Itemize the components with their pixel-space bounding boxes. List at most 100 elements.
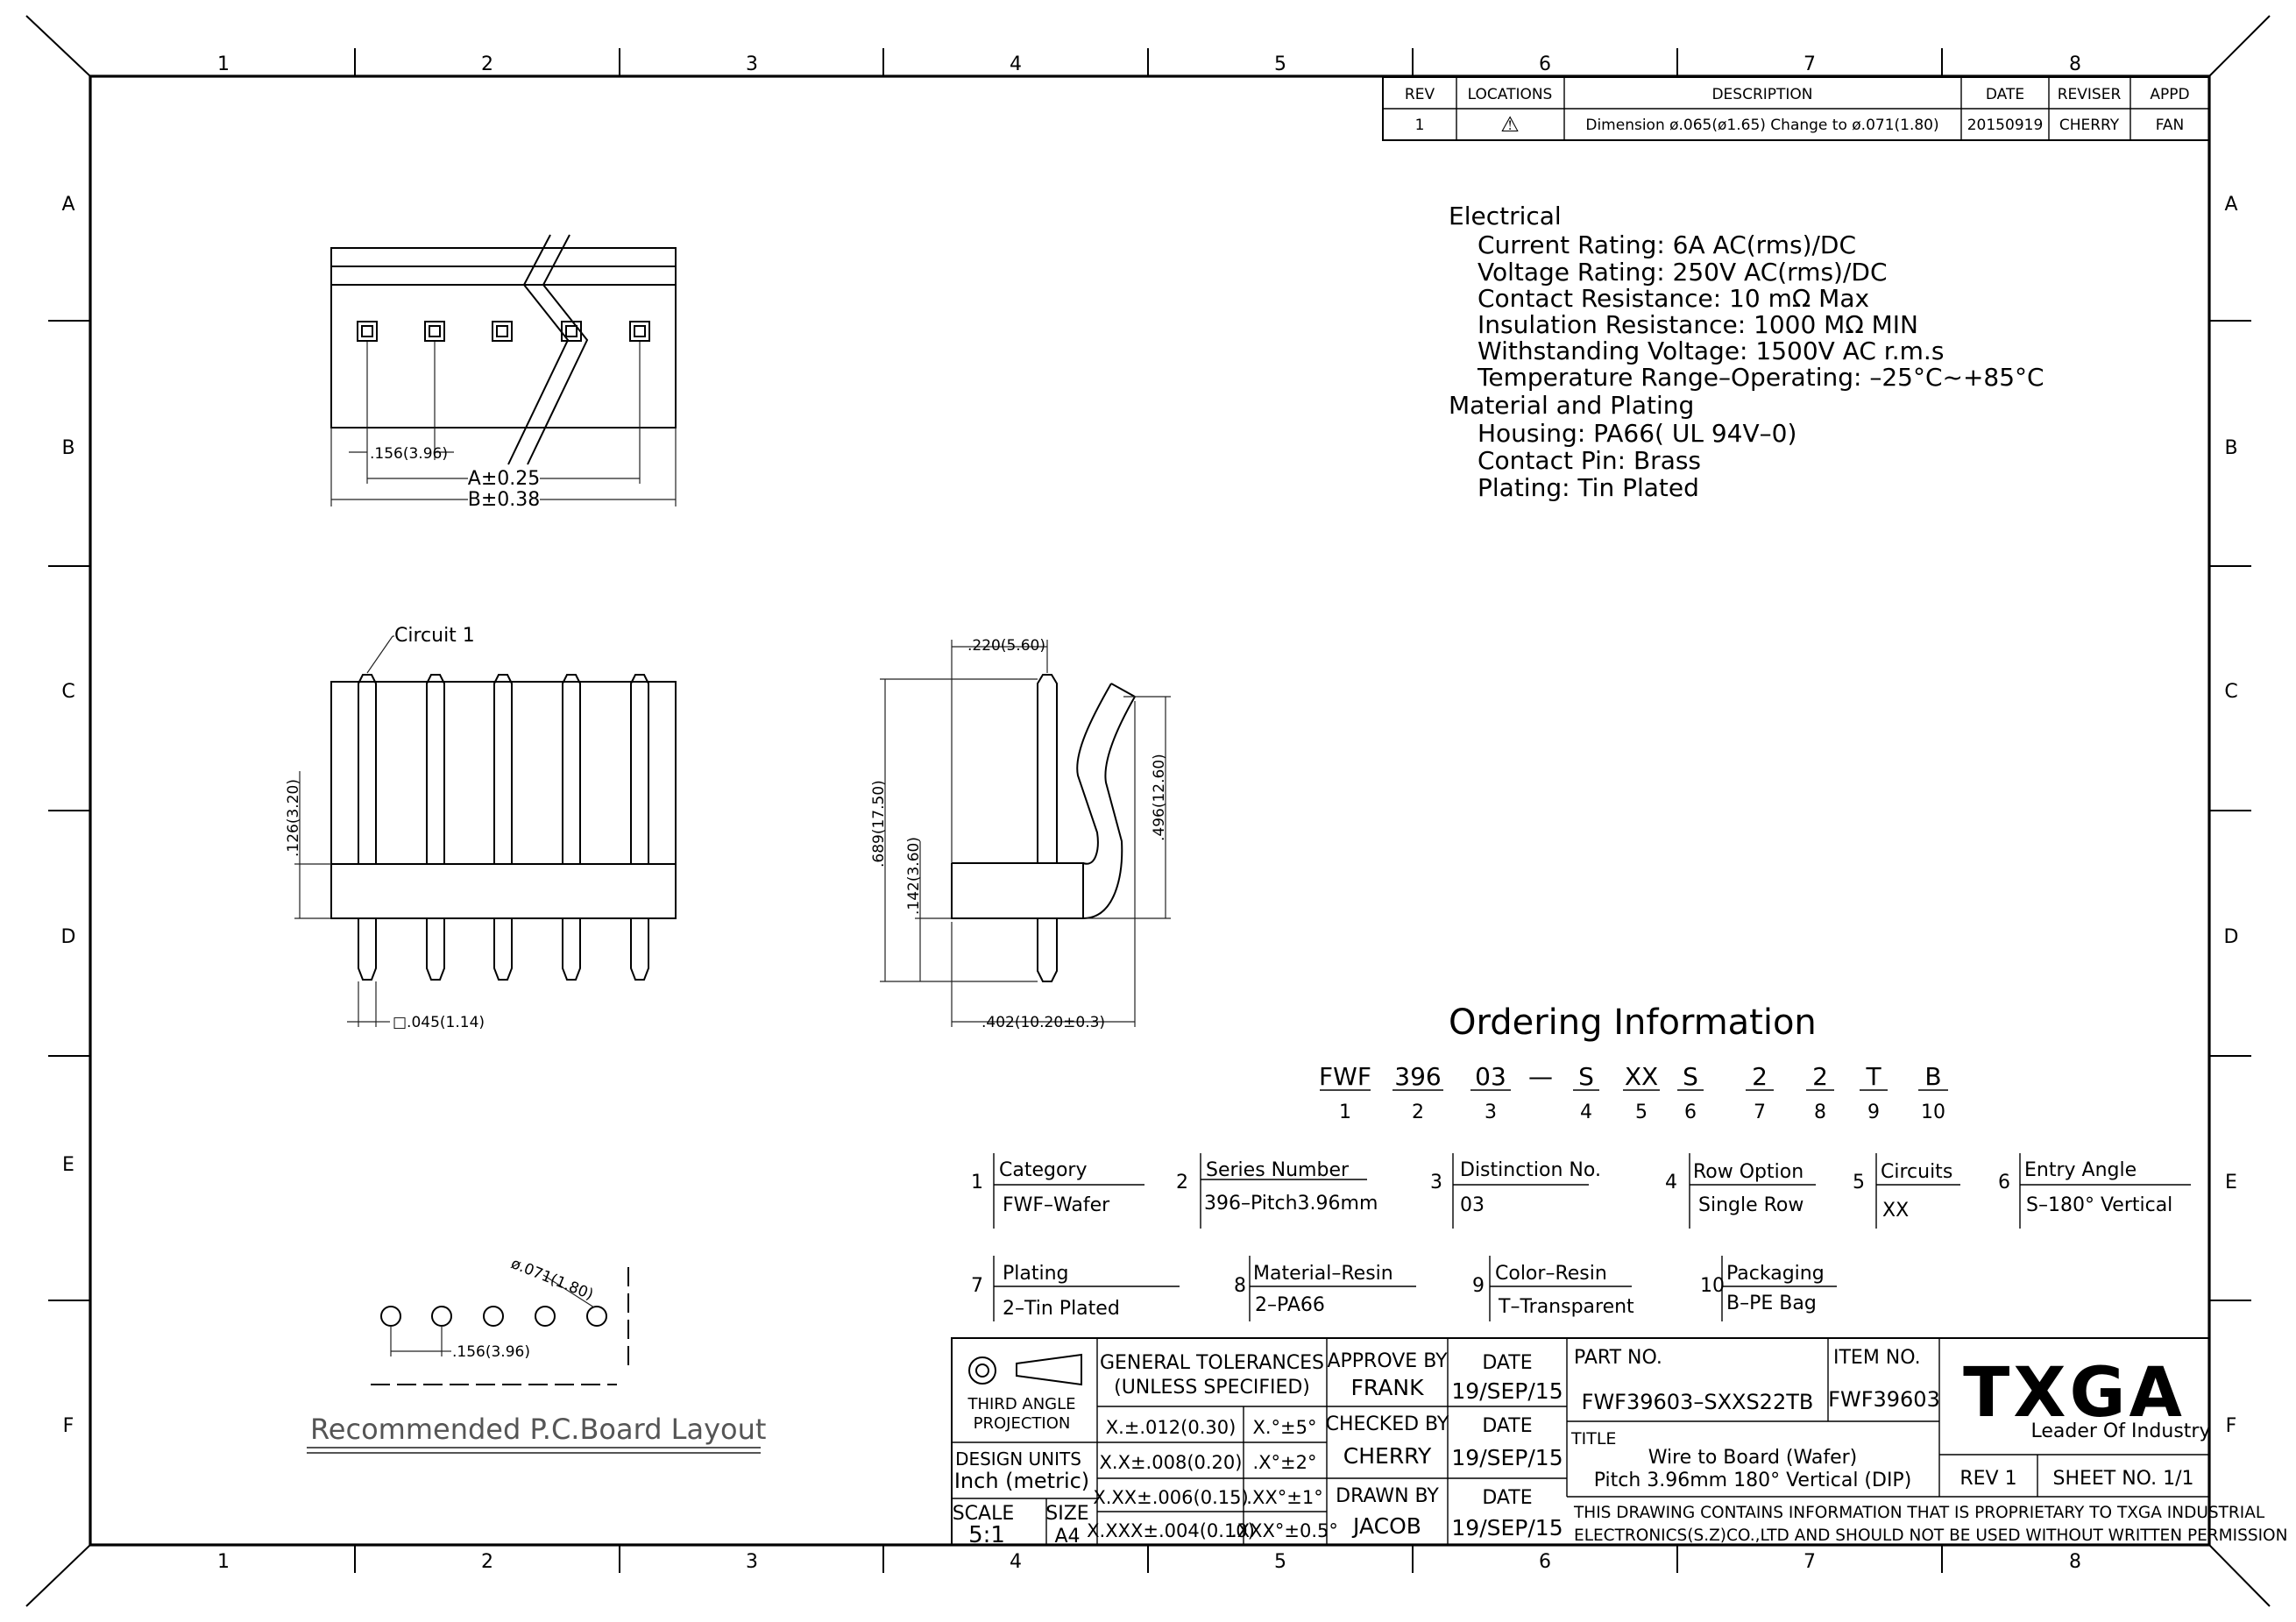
order-option-label: Circuits	[1881, 1161, 1952, 1183]
specifications: Electrical Current Rating: 6A AC(rms)/DC…	[1449, 202, 2044, 502]
row-label-left: C	[61, 681, 74, 703]
row-label-right: E	[2225, 1172, 2237, 1193]
design-units-label: DESIGN UNITS	[955, 1448, 1081, 1470]
date-label: DATE	[1482, 1415, 1532, 1437]
col-label-top: 3	[746, 53, 758, 75]
order-option-value: 2–Tin Plated	[1003, 1298, 1120, 1320]
revision-header: APPD	[2150, 86, 2189, 103]
tolerance-linear: X.XXX±.004(0.10)	[1087, 1520, 1255, 1541]
order-option-number: 3	[1430, 1172, 1442, 1193]
order-option-number: 1	[971, 1172, 983, 1193]
order-option-label: Packaging	[1726, 1263, 1825, 1285]
order-option-label: Row Option	[1693, 1161, 1803, 1183]
scale-value: 5:1	[968, 1522, 1005, 1548]
order-option-value: 03	[1460, 1194, 1485, 1216]
col-label-top: 5	[1274, 53, 1286, 75]
tolerance-angular: .X°±2°	[1252, 1452, 1316, 1473]
checked-by-label: CHECKED BY	[1326, 1413, 1449, 1435]
order-option-number: 2	[1176, 1172, 1188, 1193]
date-label: DATE	[1482, 1352, 1532, 1374]
logo-tagline: Leader Of Industry	[2031, 1420, 2211, 1442]
front-pin-dimension: □.045(1.14)	[393, 1014, 485, 1031]
revision-header: REV	[1405, 86, 1435, 103]
circuit-1-label: Circuit 1	[394, 625, 475, 647]
approve-by-name: FRANK	[1351, 1375, 1425, 1400]
col-label-top: 1	[217, 53, 230, 75]
order-index: 10	[1921, 1101, 1945, 1123]
tolerances-heading: GENERAL TOLERANCES	[1100, 1352, 1324, 1374]
spec-contact-pin: Contact Pin: Brass	[1478, 446, 1701, 475]
order-option-value: T–Transparent	[1498, 1296, 1634, 1318]
row-label-left: D	[61, 926, 76, 948]
order-option-number: 7	[971, 1275, 983, 1297]
revision-table: REV LOCATIONS DESCRIPTION DATE REVISER A…	[1382, 76, 2210, 141]
revision-header: DATE	[1986, 86, 2024, 103]
spec-insulation-resistance: Insulation Resistance: 1000 MΩ MIN	[1478, 310, 1918, 339]
side-lower-dimension: .142(3.60)	[905, 837, 923, 915]
col-label-top: 8	[2069, 53, 2081, 75]
col-label-bottom: 3	[746, 1551, 758, 1573]
col-label-bottom: 4	[1010, 1551, 1022, 1573]
side-view-drawing: .220(5.60) .689(17.50) .142(3.60) .496(1…	[870, 637, 1171, 1031]
order-code: 03	[1475, 1062, 1506, 1091]
design-units-value: Inch (metric)	[954, 1469, 1089, 1493]
order-code: XX	[1625, 1062, 1658, 1091]
revision-reviser: CHERRY	[2059, 117, 2120, 134]
projection-line2: PROJECTION	[974, 1414, 1071, 1433]
approve-date: 19/SEP/15	[1451, 1378, 1563, 1404]
order-index: 7	[1754, 1101, 1766, 1123]
row-label-right: D	[2224, 926, 2239, 948]
side-top-dimension: .220(5.60)	[967, 637, 1045, 655]
col-label-top: 6	[1539, 53, 1551, 75]
order-code: 2	[1812, 1062, 1828, 1091]
order-code: FWF	[1319, 1062, 1371, 1091]
order-option-number: 5	[1853, 1172, 1865, 1193]
tolerance-angular: .XX°±1°	[1246, 1487, 1322, 1508]
revision-appd: FAN	[2156, 117, 2185, 134]
drawn-by-label: DRAWN BY	[1336, 1485, 1439, 1507]
txga-logo: TXGA	[1963, 1354, 2186, 1433]
order-index: 5	[1635, 1101, 1648, 1123]
order-option-value: B–PE Bag	[1726, 1293, 1817, 1314]
drawn-by-name: JACOB	[1351, 1513, 1421, 1539]
checked-by-name: CHERRY	[1343, 1443, 1432, 1469]
col-label-bottom: 2	[481, 1551, 493, 1573]
side-bottom-dimension: .402(10.20±0.3)	[981, 1014, 1105, 1031]
order-option-value: S–180° Vertical	[2026, 1194, 2172, 1216]
row-label-left: B	[61, 437, 74, 459]
col-label-bottom: 5	[1274, 1551, 1286, 1573]
order-option-label: Entry Angle	[2024, 1159, 2137, 1181]
order-code: T	[1865, 1062, 1881, 1091]
tolerance-angular: .XXX°±0.5°	[1231, 1520, 1338, 1541]
projection-line1: THIRD ANGLE	[967, 1395, 1075, 1413]
col-label-bottom: 8	[2069, 1551, 2081, 1573]
tolerances-subheading: (UNLESS SPECIFIED)	[1114, 1377, 1310, 1399]
spec-voltage-rating: Voltage Rating: 250V AC(rms)/DC	[1478, 258, 1888, 287]
pcb-layout-drawing: ø.071(1.80) .156(3.96) Recommended P.C.B…	[307, 1255, 766, 1454]
row-label-right: C	[2224, 681, 2237, 703]
col-label-top: 7	[1803, 53, 1816, 75]
order-option-number: 10	[1700, 1275, 1725, 1297]
spec-plating: Plating: Tin Plated	[1478, 473, 1699, 502]
part-no-label: PART NO.	[1574, 1347, 1662, 1369]
front-height-dimension: .126(3.20)	[285, 779, 302, 857]
order-index: 9	[1867, 1101, 1880, 1123]
order-index: 2	[1412, 1101, 1424, 1123]
title-label: TITLE	[1570, 1429, 1616, 1448]
item-number: FWF39603	[1828, 1387, 1940, 1412]
row-label-left: F	[63, 1415, 74, 1437]
order-dash: —	[1528, 1062, 1553, 1091]
size-value: A4	[1054, 1526, 1080, 1548]
revision-date: 20150919	[1967, 117, 2044, 134]
order-index: 4	[1580, 1101, 1592, 1123]
size-label: SIZE	[1045, 1503, 1088, 1525]
col-label-bottom: 7	[1803, 1551, 1816, 1573]
order-option-label: Color–Resin	[1495, 1263, 1607, 1285]
order-option-number: 6	[1998, 1172, 2010, 1193]
order-option-value: 396–Pitch3.96mm	[1204, 1193, 1378, 1215]
col-label-top: 4	[1010, 53, 1022, 75]
spec-withstanding-voltage: Withstanding Voltage: 1500V AC r.m.s	[1478, 336, 1944, 365]
projection-circle-icon	[968, 1356, 996, 1385]
order-option-number: 8	[1234, 1275, 1246, 1297]
order-option-value: 2–PA66	[1255, 1294, 1325, 1316]
